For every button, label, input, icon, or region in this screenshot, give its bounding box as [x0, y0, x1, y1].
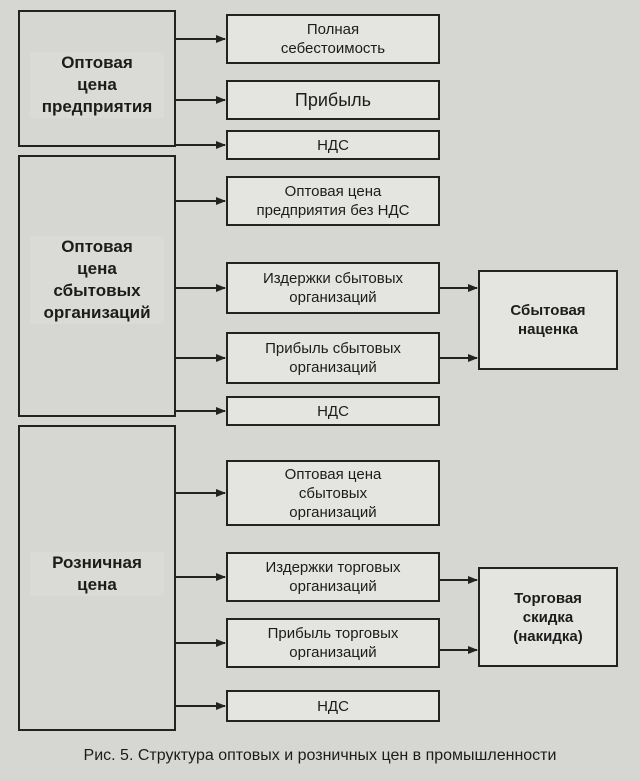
box-vat-2: НДС	[226, 396, 440, 426]
box-trade-discount-text: Торговая скидка (накидка)	[513, 589, 583, 645]
box-sales-markup: Сбытовая наценка	[478, 270, 618, 370]
box-profit-text: Прибыль	[294, 89, 372, 110]
group-label-sales: Оптовая цена сбытовых организаций	[30, 236, 164, 324]
box-wholesale-no-vat-text: Оптовая цена предприятия без НДС	[256, 183, 410, 219]
box-trade-profit-text: Прибыль торговых организаций	[267, 625, 399, 661]
group-label-enterprise: Оптовая цена предприятия	[30, 52, 164, 118]
box-vat-3-text: НДС	[317, 697, 349, 715]
box-sales-wholesale: Оптовая цена сбытовых организаций	[226, 460, 440, 526]
figure-caption: Рис. 5. Структура оптовых и розничных це…	[0, 747, 640, 765]
box-trade-costs-text: Издержки торговых организаций	[265, 559, 401, 595]
box-sales-profit: Прибыль сбытовых организаций	[226, 332, 440, 384]
box-trade-discount: Торговая скидка (накидка)	[478, 567, 618, 667]
box-sales-costs: Издержки сбытовых организаций	[226, 262, 440, 314]
box-trade-costs: Издержки торговых организаций	[226, 552, 440, 602]
box-trade-profit: Прибыль торговых организаций	[226, 618, 440, 668]
group-frame-retail	[18, 425, 176, 731]
box-sales-costs-text: Издержки сбытовых организаций	[262, 270, 404, 306]
box-profit: Прибыль	[226, 80, 440, 120]
box-vat-1-text: НДС	[317, 136, 349, 154]
group-frame-sales	[18, 155, 176, 417]
box-sales-markup-text: Сбытовая наценка	[510, 302, 586, 338]
box-full-cost-text: Полная себестоимость	[280, 21, 386, 57]
box-vat-3: НДС	[226, 690, 440, 722]
box-wholesale-no-vat: Оптовая цена предприятия без НДС	[226, 176, 440, 226]
group-label-retail: Розничная цена	[30, 552, 164, 596]
box-sales-wholesale-text: Оптовая цена сбытовых организаций	[284, 465, 382, 521]
group-frame-enterprise	[18, 10, 176, 147]
box-full-cost: Полная себестоимость	[226, 14, 440, 64]
box-vat-2-text: НДС	[317, 402, 349, 420]
box-vat-1: НДС	[226, 130, 440, 160]
box-sales-profit-text: Прибыль сбытовых организаций	[265, 340, 401, 376]
